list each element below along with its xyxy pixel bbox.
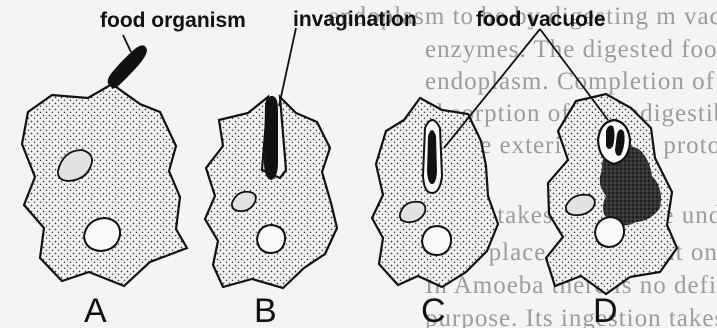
stage-label-a: A <box>84 292 107 328</box>
leader-line-invagination <box>279 28 296 106</box>
food-organism-a <box>108 45 147 88</box>
background-text-line: purpose. Its ingestion takes place by <box>425 305 717 328</box>
nucleus-d <box>595 217 624 247</box>
amoeba-cell-a <box>22 84 187 286</box>
food-organism-c <box>427 130 437 184</box>
food-vacuole-label: food vacuole <box>476 8 606 31</box>
background-text-line: enzymes. The digested food diffuses out … <box>425 36 717 63</box>
food-organism-label: food organism <box>100 9 246 32</box>
background-text-line: endoplasm. Completion of digestion water… <box>425 68 717 95</box>
invagination-organism-b <box>264 96 278 180</box>
nucleus-c <box>422 226 451 255</box>
nucleus-b <box>257 225 285 253</box>
stage-label-b: B <box>254 292 277 328</box>
invagination-label: invagination <box>293 8 417 31</box>
leader-line-food-organism <box>123 35 131 52</box>
nucleus-a <box>84 218 120 251</box>
stage-label-c: C <box>421 292 446 328</box>
food-vacuole-d <box>598 120 630 164</box>
stage-label-d: D <box>593 292 618 328</box>
